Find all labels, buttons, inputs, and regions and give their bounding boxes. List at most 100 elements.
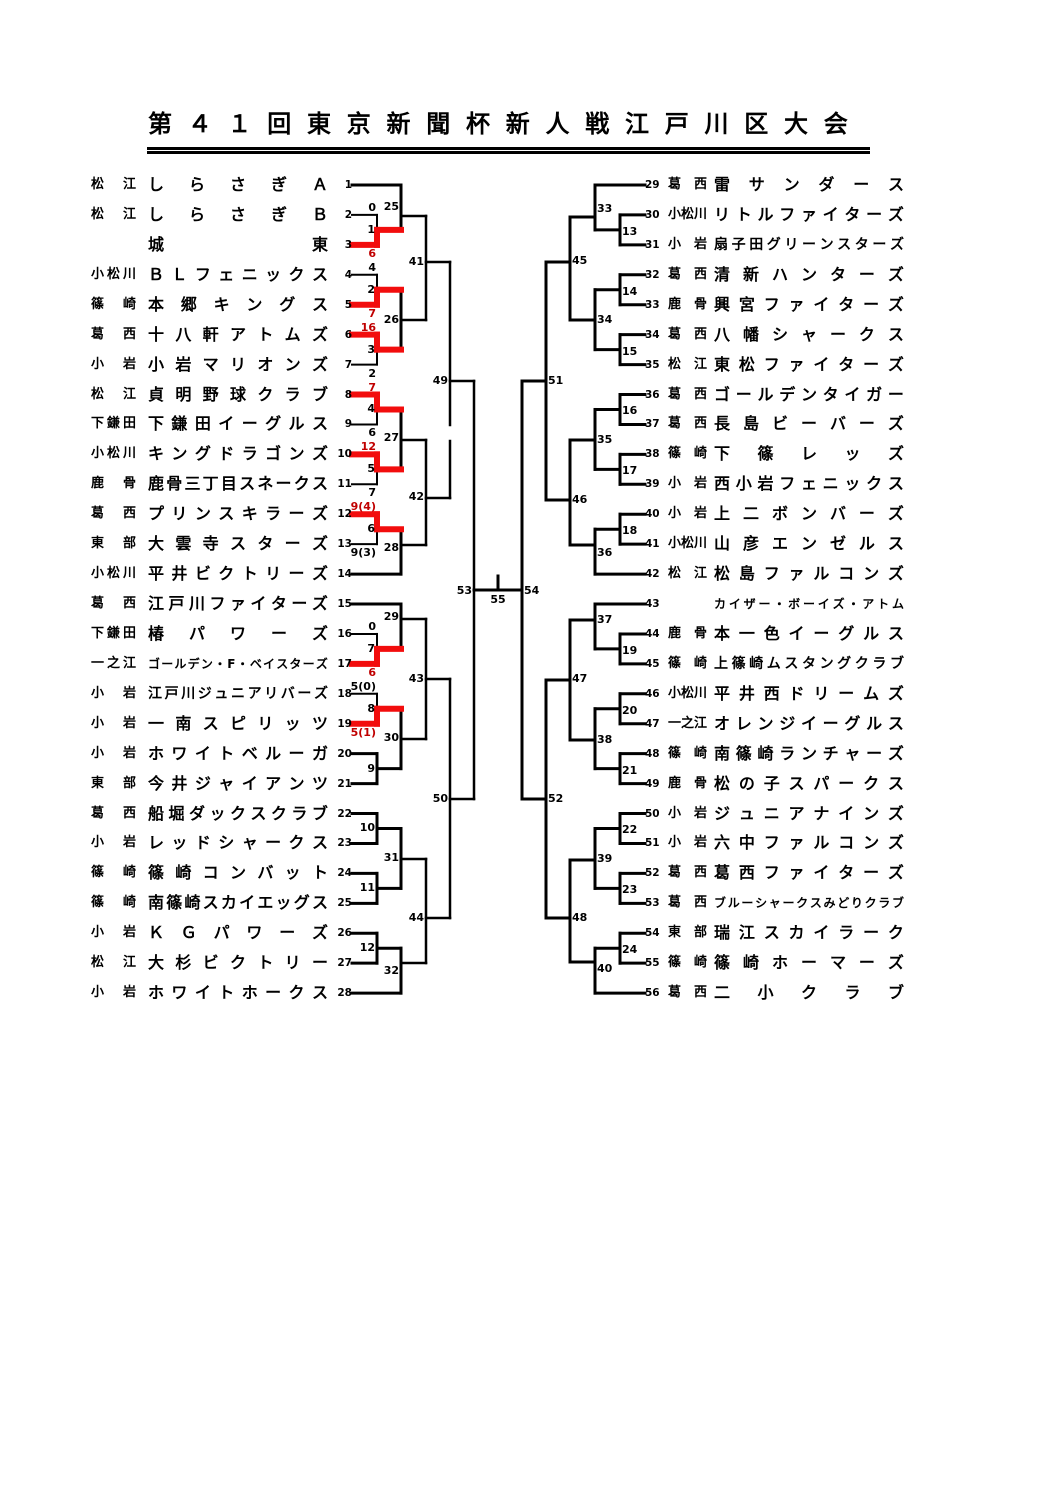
glyph: 鎌	[106, 625, 120, 641]
glyph: ル	[813, 833, 830, 853]
glyph: ァ	[788, 294, 805, 314]
glyph: 岩	[122, 835, 136, 851]
glyph: 崎	[742, 953, 759, 973]
team-name: ゴールデンタイガー	[714, 385, 904, 405]
team-name: 下篠レッズ	[714, 444, 904, 464]
glyph: 平	[714, 683, 731, 703]
glyph: 寺	[202, 534, 219, 554]
glyph: ズ	[887, 414, 904, 434]
glyph: 一	[148, 713, 165, 733]
team-region: 小岩	[91, 833, 136, 853]
glyph: ス	[250, 803, 267, 823]
glyph: 東	[91, 775, 105, 791]
glyph: パ	[213, 923, 230, 943]
glyph: レ	[148, 833, 165, 853]
team-name: 貞明野球クラブ	[148, 385, 328, 405]
glyph: ジ	[197, 685, 212, 702]
team-region: 篠崎	[668, 953, 707, 973]
glyph: ト	[311, 863, 328, 883]
game-number-label: 16	[622, 404, 638, 418]
team-region: 葛西	[668, 265, 707, 285]
glyph: り	[850, 896, 863, 911]
glyph: ダ	[188, 803, 205, 823]
glyph: ク	[887, 923, 904, 943]
team-name: 二小クラブ	[714, 983, 904, 1003]
glyph: イ	[844, 384, 861, 404]
game-number-label: 1	[367, 222, 375, 236]
glyph: ァ	[788, 833, 805, 853]
glyph: 江	[122, 386, 136, 402]
game-number-label: 14	[622, 284, 638, 298]
glyph: プ	[148, 504, 165, 524]
glyph: シ	[218, 833, 235, 853]
glyph: ン	[863, 833, 880, 853]
glyph: ア	[788, 803, 805, 823]
team-region: 篠崎	[91, 863, 136, 883]
team-name: 大杉ビクトリー	[148, 953, 328, 973]
glyph: リ	[171, 504, 188, 524]
team-seed-number: 48	[645, 747, 660, 760]
glyph: 崎	[122, 895, 136, 911]
glyph: タ	[838, 863, 855, 883]
glyph: ザ	[743, 597, 756, 612]
glyph: ラ	[838, 923, 855, 943]
glyph: 小	[91, 715, 105, 731]
glyph: ン	[246, 294, 263, 314]
glyph: ト	[218, 983, 235, 1003]
glyph: 堀	[168, 803, 185, 823]
glyph: 杉	[175, 953, 192, 973]
glyph: 島	[742, 414, 759, 434]
glyph: ホ	[148, 743, 165, 763]
team-seed-number: 53	[645, 897, 660, 910]
glyph: 平	[148, 564, 165, 584]
glyph: 篠	[668, 655, 682, 671]
glyph: さ	[229, 204, 246, 224]
glyph: 岩	[122, 356, 136, 372]
glyph: ュ	[214, 685, 229, 702]
glyph: 小	[91, 446, 105, 462]
game-number-label: 13	[622, 224, 638, 238]
team-region: 東部	[91, 774, 136, 794]
glyph: 三	[184, 474, 201, 494]
glyph: 小	[91, 566, 105, 582]
glyph: ム	[891, 597, 904, 612]
glyph: ン	[171, 444, 188, 464]
glyph: 京	[346, 110, 371, 138]
team-region: 鹿骨	[668, 774, 707, 794]
glyph: 新	[505, 110, 530, 138]
glyph: ッ	[284, 713, 301, 733]
glyph: リ	[229, 354, 246, 374]
team-name: 六中ファルコンズ	[714, 833, 904, 853]
glyph: ク	[270, 803, 287, 823]
glyph: ベ	[241, 743, 258, 763]
glyph: ジ	[779, 713, 796, 733]
glyph: ダ	[818, 175, 835, 194]
glyph: ス	[784, 655, 799, 672]
team-region: 下鎌田	[91, 414, 136, 434]
glyph: ー	[291, 594, 308, 614]
glyph: 鹿	[668, 775, 682, 791]
team-name: 扇子田グリーンスターズ	[714, 235, 904, 255]
glyph: ン	[863, 803, 880, 823]
glyph: ズ	[311, 354, 328, 374]
glyph: イ	[250, 594, 267, 614]
glyph: エ	[257, 893, 274, 913]
glyph: ス	[311, 474, 328, 494]
game-number-label: 39	[597, 852, 613, 865]
game-number-label: 2	[367, 282, 375, 296]
glyph: ッ	[844, 474, 861, 494]
glyph: パ	[813, 773, 830, 793]
game-number-label: 15	[622, 344, 638, 358]
glyph: 軒	[202, 324, 219, 344]
glyph: 川	[694, 536, 708, 552]
glyph: フ	[763, 833, 780, 853]
team-region: 東部	[668, 923, 707, 943]
glyph: ズ	[311, 564, 328, 584]
glyph: ス	[311, 833, 328, 853]
glyph: シ	[771, 324, 788, 344]
glyph: 小	[668, 506, 682, 522]
